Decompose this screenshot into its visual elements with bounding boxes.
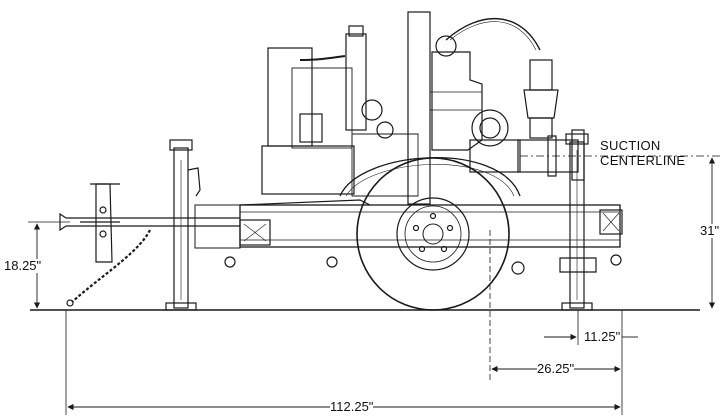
engine-housing <box>261 25 419 197</box>
suction-label-line1: SUCTION <box>600 138 661 153</box>
front-jack <box>165 139 201 311</box>
tie-down-front <box>224 256 236 268</box>
rear-jack <box>559 133 597 311</box>
trailer-frame <box>59 199 621 249</box>
dim-label-hitch-height: 18.25" <box>4 258 42 273</box>
suction-label-line2: CENTERLINE <box>600 153 686 168</box>
dim-label-rear-jack-offset: 11.25" <box>584 329 621 344</box>
tie-down-rear <box>511 261 525 275</box>
discharge-hose <box>445 18 541 51</box>
electrical-plug-box <box>239 219 271 246</box>
dim-label-axle-to-rear: 26.25" <box>537 361 575 376</box>
wheel <box>356 157 510 311</box>
pump-housing <box>430 35 483 151</box>
rear-electrical-box <box>599 209 623 235</box>
safety-chain <box>71 229 151 303</box>
tie-down-far-rear <box>610 254 622 266</box>
vacuum-valve <box>523 59 559 139</box>
suction-centerline-label: SUCTION CENTERLINE <box>600 138 685 168</box>
exhaust-stack <box>407 11 431 205</box>
suction-flange <box>469 109 585 181</box>
tie-down-mid <box>326 256 338 268</box>
hitch-coupler <box>80 183 120 263</box>
dim-label-overall-length: 112.25" <box>330 399 374 414</box>
dim-label-suction-height: 31" <box>700 223 720 238</box>
